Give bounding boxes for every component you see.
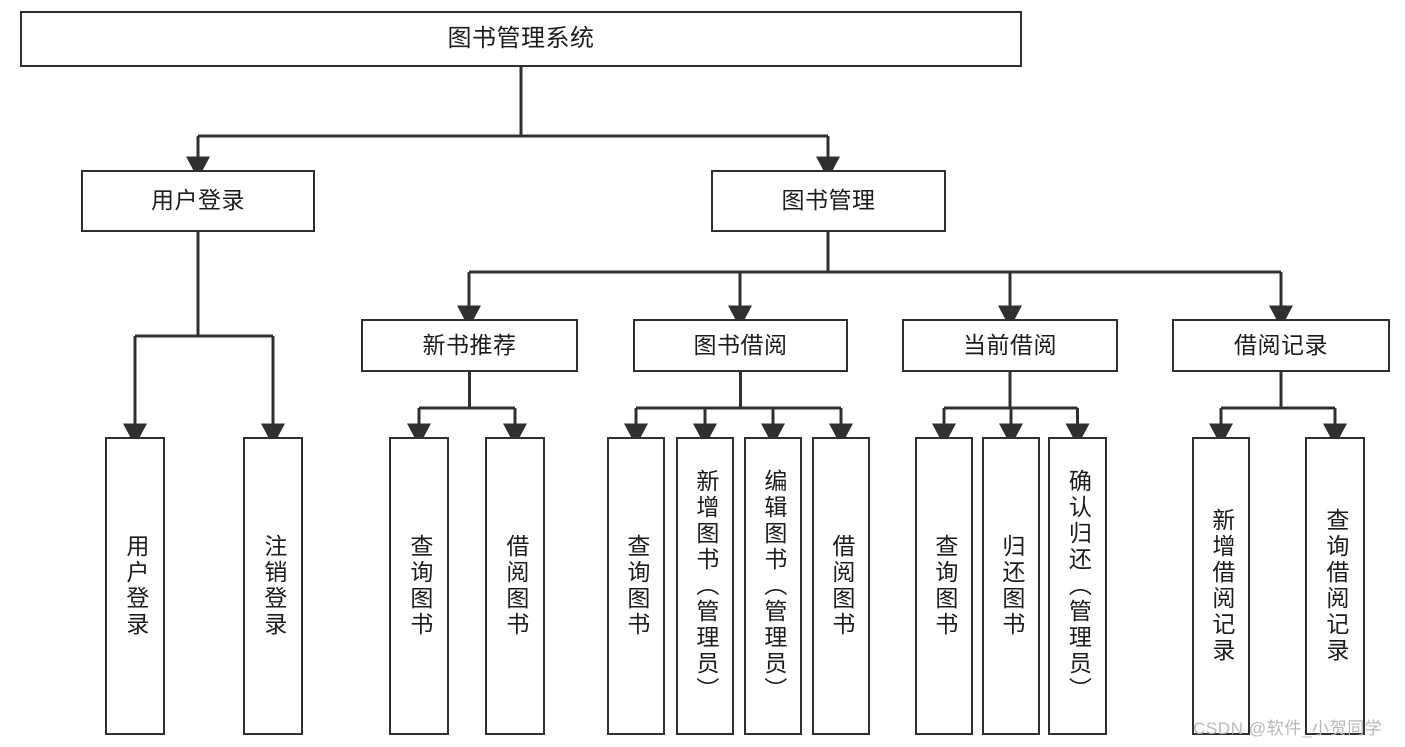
node-current-borrow[interactable]: 当前借阅 (902, 319, 1118, 372)
node-leaf-edit-book-label: 编辑图书（管理员） (760, 469, 787, 703)
node-new-book-recommend-label: 新书推荐 (422, 331, 517, 358)
node-book-manage-label: 图书管理 (781, 187, 876, 214)
node-leaf-query-book-1[interactable]: 查询图书 (389, 437, 449, 735)
node-leaf-add-book-label: 新增图书（管理员） (692, 469, 719, 703)
node-user-login-label: 用户登录 (151, 187, 245, 214)
node-new-book-recommend[interactable]: 新书推荐 (361, 319, 578, 372)
node-leaf-confirm-return-label: 确认归还（管理员） (1065, 469, 1092, 703)
node-leaf-query-record[interactable]: 查询借阅记录 (1305, 437, 1365, 735)
node-leaf-user-login[interactable]: 用户登录 (105, 437, 165, 735)
node-leaf-borrow-book-1-label: 借阅图书 (502, 534, 529, 638)
node-borrow-record[interactable]: 借阅记录 (1172, 319, 1390, 372)
node-borrow-record-label: 借阅记录 (1234, 331, 1328, 358)
node-root[interactable]: 图书管理系统 (20, 11, 1022, 67)
node-leaf-query-book-2-label: 查询图书 (623, 534, 650, 638)
node-leaf-logout-label: 注销登录 (260, 534, 287, 638)
node-leaf-logout[interactable]: 注销登录 (243, 437, 303, 735)
node-leaf-add-book[interactable]: 新增图书（管理员） (676, 437, 734, 735)
node-leaf-query-book-1-label: 查询图书 (406, 534, 433, 638)
node-leaf-add-record-label: 新增借阅记录 (1208, 508, 1235, 664)
node-book-manage[interactable]: 图书管理 (711, 170, 946, 232)
node-leaf-borrow-book-2-label: 借阅图书 (828, 534, 855, 638)
node-user-login[interactable]: 用户登录 (81, 170, 315, 232)
node-leaf-query-record-label: 查询借阅记录 (1322, 508, 1349, 664)
node-leaf-return-book[interactable]: 归还图书 (982, 437, 1040, 735)
node-leaf-return-book-label: 归还图书 (998, 534, 1025, 638)
node-book-borrow-label: 图书借阅 (693, 331, 788, 358)
node-leaf-query-book-3-label: 查询图书 (931, 534, 958, 638)
node-root-label: 图书管理系统 (447, 24, 595, 52)
node-current-borrow-label: 当前借阅 (963, 331, 1057, 358)
node-leaf-add-record[interactable]: 新增借阅记录 (1192, 437, 1250, 735)
node-leaf-query-book-3[interactable]: 查询图书 (915, 437, 973, 735)
node-leaf-confirm-return[interactable]: 确认归还（管理员） (1048, 437, 1107, 735)
node-leaf-edit-book[interactable]: 编辑图书（管理员） (744, 437, 802, 735)
node-leaf-query-book-2[interactable]: 查询图书 (607, 437, 665, 735)
node-leaf-borrow-book-2[interactable]: 借阅图书 (812, 437, 870, 735)
node-leaf-borrow-book-1[interactable]: 借阅图书 (485, 437, 545, 735)
node-leaf-user-login-label: 用户登录 (122, 534, 149, 638)
node-book-borrow[interactable]: 图书借阅 (633, 319, 848, 372)
